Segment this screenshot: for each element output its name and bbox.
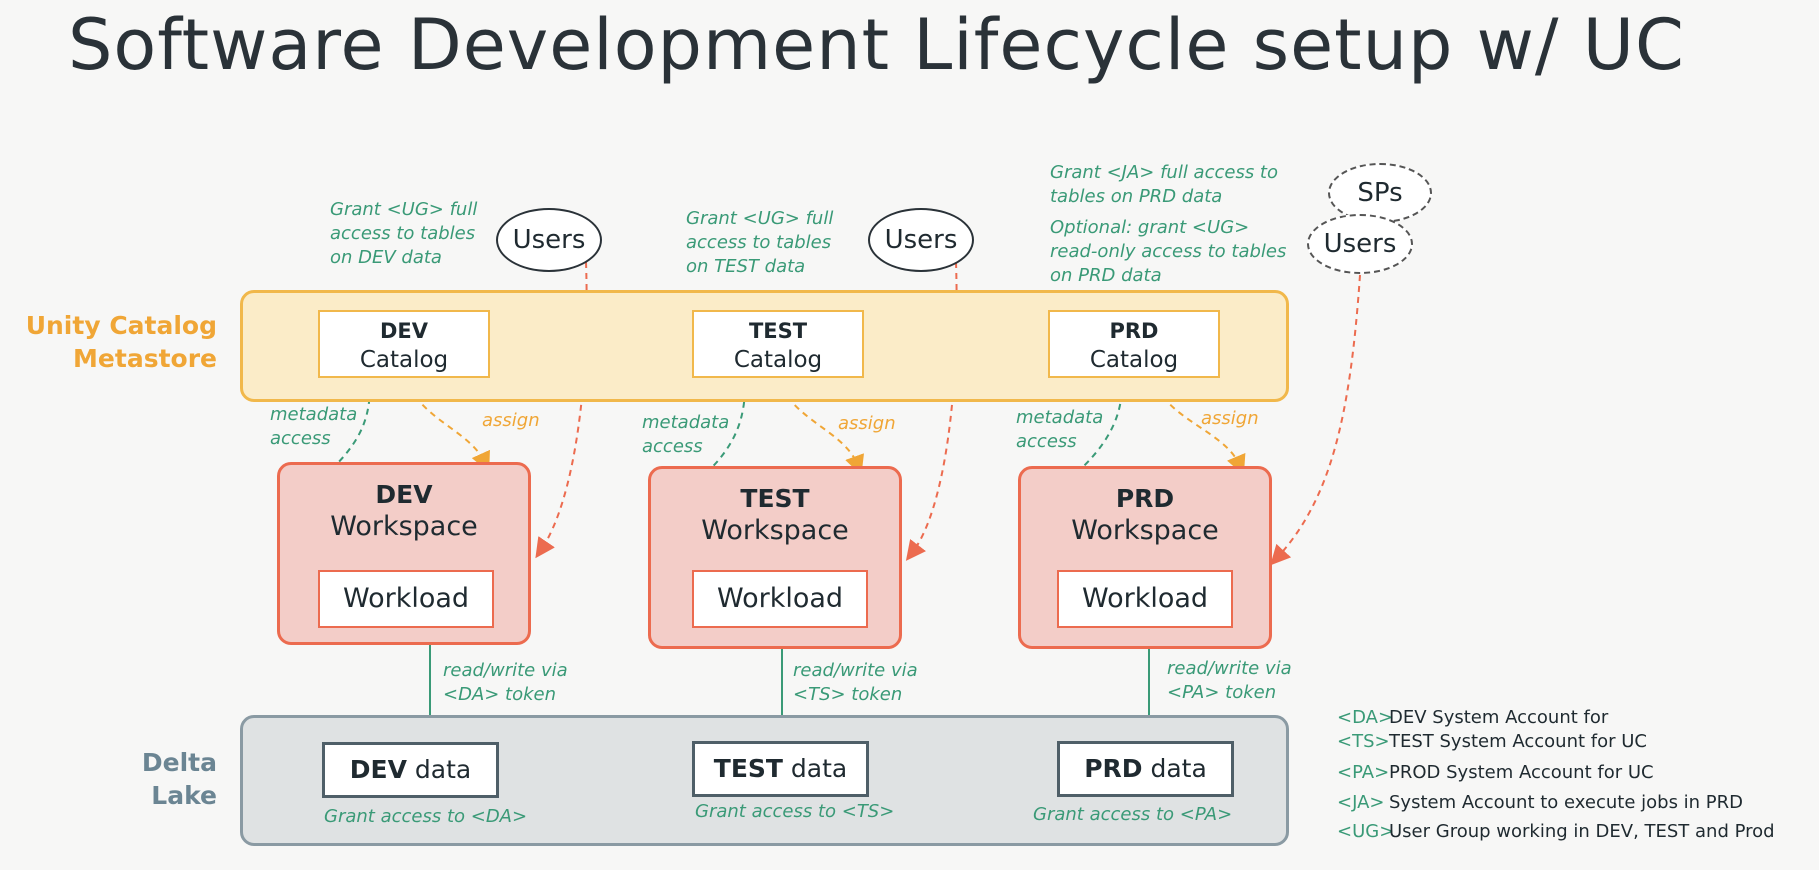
dev-metadata-label: metadata access xyxy=(270,403,357,451)
workspace-label: Workspace xyxy=(1071,515,1219,546)
data-env: PRD xyxy=(1084,754,1143,783)
workspace-label: Workspace xyxy=(701,515,849,546)
dev-workload: Workload xyxy=(318,570,494,628)
workspace-env: PRD xyxy=(1115,484,1175,513)
prd-catalog: PRD Catalog xyxy=(1048,310,1220,378)
note-line: <DA> token xyxy=(443,684,557,705)
test-data-grant: Grant access to <TS> xyxy=(695,801,895,822)
legend-key: <PA> xyxy=(1337,762,1390,783)
catalog-env: PRD xyxy=(1109,319,1159,343)
legend-text: DEV System Account for xyxy=(1389,707,1609,728)
catalog-env: TEST xyxy=(748,319,808,343)
note-line: access to tables xyxy=(686,232,832,253)
prd-workspace: PRD Workspace xyxy=(1018,466,1272,649)
legend-text: User Group working in DEV, TEST and Prod xyxy=(1389,821,1775,842)
note-line: Grant <UG> full xyxy=(330,199,478,220)
legend-item-ja: <JA>System Account to execute jobs in PR… xyxy=(1337,792,1743,814)
test-workload: Workload xyxy=(692,570,868,628)
uc-label-line2: Metastore xyxy=(73,344,217,373)
slide-title: Software Development Lifecycle setup w/ … xyxy=(68,4,1685,86)
prd-grant-note: Grant <JA> full access to tables on PRD … xyxy=(1050,161,1278,209)
dev-catalog: DEV Catalog xyxy=(318,310,490,378)
note-line: metadata xyxy=(1016,407,1104,428)
dev-grant-note: Grant <UG> full access to tables on DEV … xyxy=(330,198,477,270)
catalog-label: Catalog xyxy=(1089,347,1179,373)
note-line: on DEV data xyxy=(330,247,442,268)
note-line: on PRD data xyxy=(1050,265,1162,286)
prd-readwrite-label: read/write via <PA> token xyxy=(1167,657,1292,705)
dev-readwrite-label: read/write via <DA> token xyxy=(443,659,568,707)
test-data: TEST data xyxy=(692,741,869,797)
test-metadata-label: metadata access xyxy=(642,411,729,459)
legend-text: TEST System Account for UC xyxy=(1389,731,1647,752)
legend-key: <DA> xyxy=(1337,707,1394,728)
catalog-label: Catalog xyxy=(359,347,449,373)
test-catalog: TEST Catalog xyxy=(692,310,864,378)
legend-item-da: <DA>DEV System Account for xyxy=(1337,707,1608,729)
legend-key: <TS> xyxy=(1337,731,1390,752)
workspace-label: Workspace xyxy=(330,511,478,542)
legend-text: System Account to execute jobs in PRD xyxy=(1389,792,1744,813)
data-label: data xyxy=(1150,754,1207,783)
note-line: access to tables xyxy=(330,223,476,244)
data-label: data xyxy=(414,755,472,784)
test-assign-label: assign xyxy=(838,413,896,434)
note-line: tables on PRD data xyxy=(1050,186,1223,207)
legend-key: <UG> xyxy=(1337,821,1395,842)
workspace-env: DEV xyxy=(375,480,433,509)
dev-data-grant: Grant access to <DA> xyxy=(324,806,528,827)
test-grant-note: Grant <UG> full access to tables on TEST… xyxy=(686,207,833,279)
dev-data: DEV data xyxy=(322,742,499,798)
prd-metadata-arrow xyxy=(1036,375,1132,599)
users-prd-ellipse: Users xyxy=(1307,214,1413,274)
note-line: read/write via xyxy=(443,660,568,681)
dl-label-line1: Delta xyxy=(141,748,217,777)
workspace-env: TEST xyxy=(740,484,810,513)
data-label: data xyxy=(790,754,848,783)
note-line: read-only access to tables xyxy=(1050,241,1287,262)
prd-data-grant: Grant access to <PA> xyxy=(1033,804,1233,825)
data-env: TEST xyxy=(713,754,783,783)
prd-data: PRD data xyxy=(1057,741,1234,797)
note-line: access xyxy=(642,436,703,457)
catalog-env: DEV xyxy=(379,319,429,343)
legend-item-pa: <PA>PROD System Account for UC xyxy=(1337,762,1654,784)
delta-lake-label: Delta Lake xyxy=(90,746,217,812)
note-line: Grant <JA> full access to xyxy=(1050,162,1278,183)
unity-catalog-label: Unity Catalog Metastore xyxy=(20,309,217,375)
note-line: Grant <UG> full xyxy=(686,208,834,229)
users-dev-ellipse: Users xyxy=(496,208,602,272)
note-line: metadata xyxy=(642,412,730,433)
prd-metadata-label: metadata access xyxy=(1016,406,1103,454)
data-env: DEV xyxy=(349,755,407,784)
note-line: access xyxy=(1016,431,1077,452)
note-line: metadata xyxy=(270,404,358,425)
prd-assign-label: assign xyxy=(1201,408,1259,429)
users-to-prd-workspace-arrow xyxy=(1270,274,1361,566)
note-line: Optional: grant <UG> xyxy=(1050,217,1250,238)
test-readwrite-label: read/write via <TS> token xyxy=(793,659,918,707)
catalog-label: Catalog xyxy=(733,347,823,373)
dev-assign-label: assign xyxy=(482,410,540,431)
prd-optional-grant-note: Optional: grant <UG> read-only access to… xyxy=(1050,216,1286,288)
sps-ellipse: SPs xyxy=(1328,163,1432,223)
legend-item-ug: <UG>User Group working in DEV, TEST and … xyxy=(1337,821,1775,843)
note-line: on TEST data xyxy=(686,256,806,277)
note-line: read/write via xyxy=(1167,658,1292,679)
test-metadata-arrow xyxy=(667,375,755,599)
legend-text: PROD System Account for UC xyxy=(1389,762,1654,783)
users-test-ellipse: Users xyxy=(868,208,974,272)
note-line: <TS> token xyxy=(793,684,903,705)
note-line: access xyxy=(270,428,331,449)
legend-key: <JA> xyxy=(1337,792,1385,813)
legend-item-ts: <TS>TEST System Account for UC xyxy=(1337,731,1647,753)
dl-label-line2: Lake xyxy=(151,781,217,810)
note-line: read/write via xyxy=(793,660,918,681)
note-line: <PA> token xyxy=(1167,682,1277,703)
uc-label-line1: Unity Catalog xyxy=(25,311,217,340)
prd-workload: Workload xyxy=(1057,570,1233,628)
